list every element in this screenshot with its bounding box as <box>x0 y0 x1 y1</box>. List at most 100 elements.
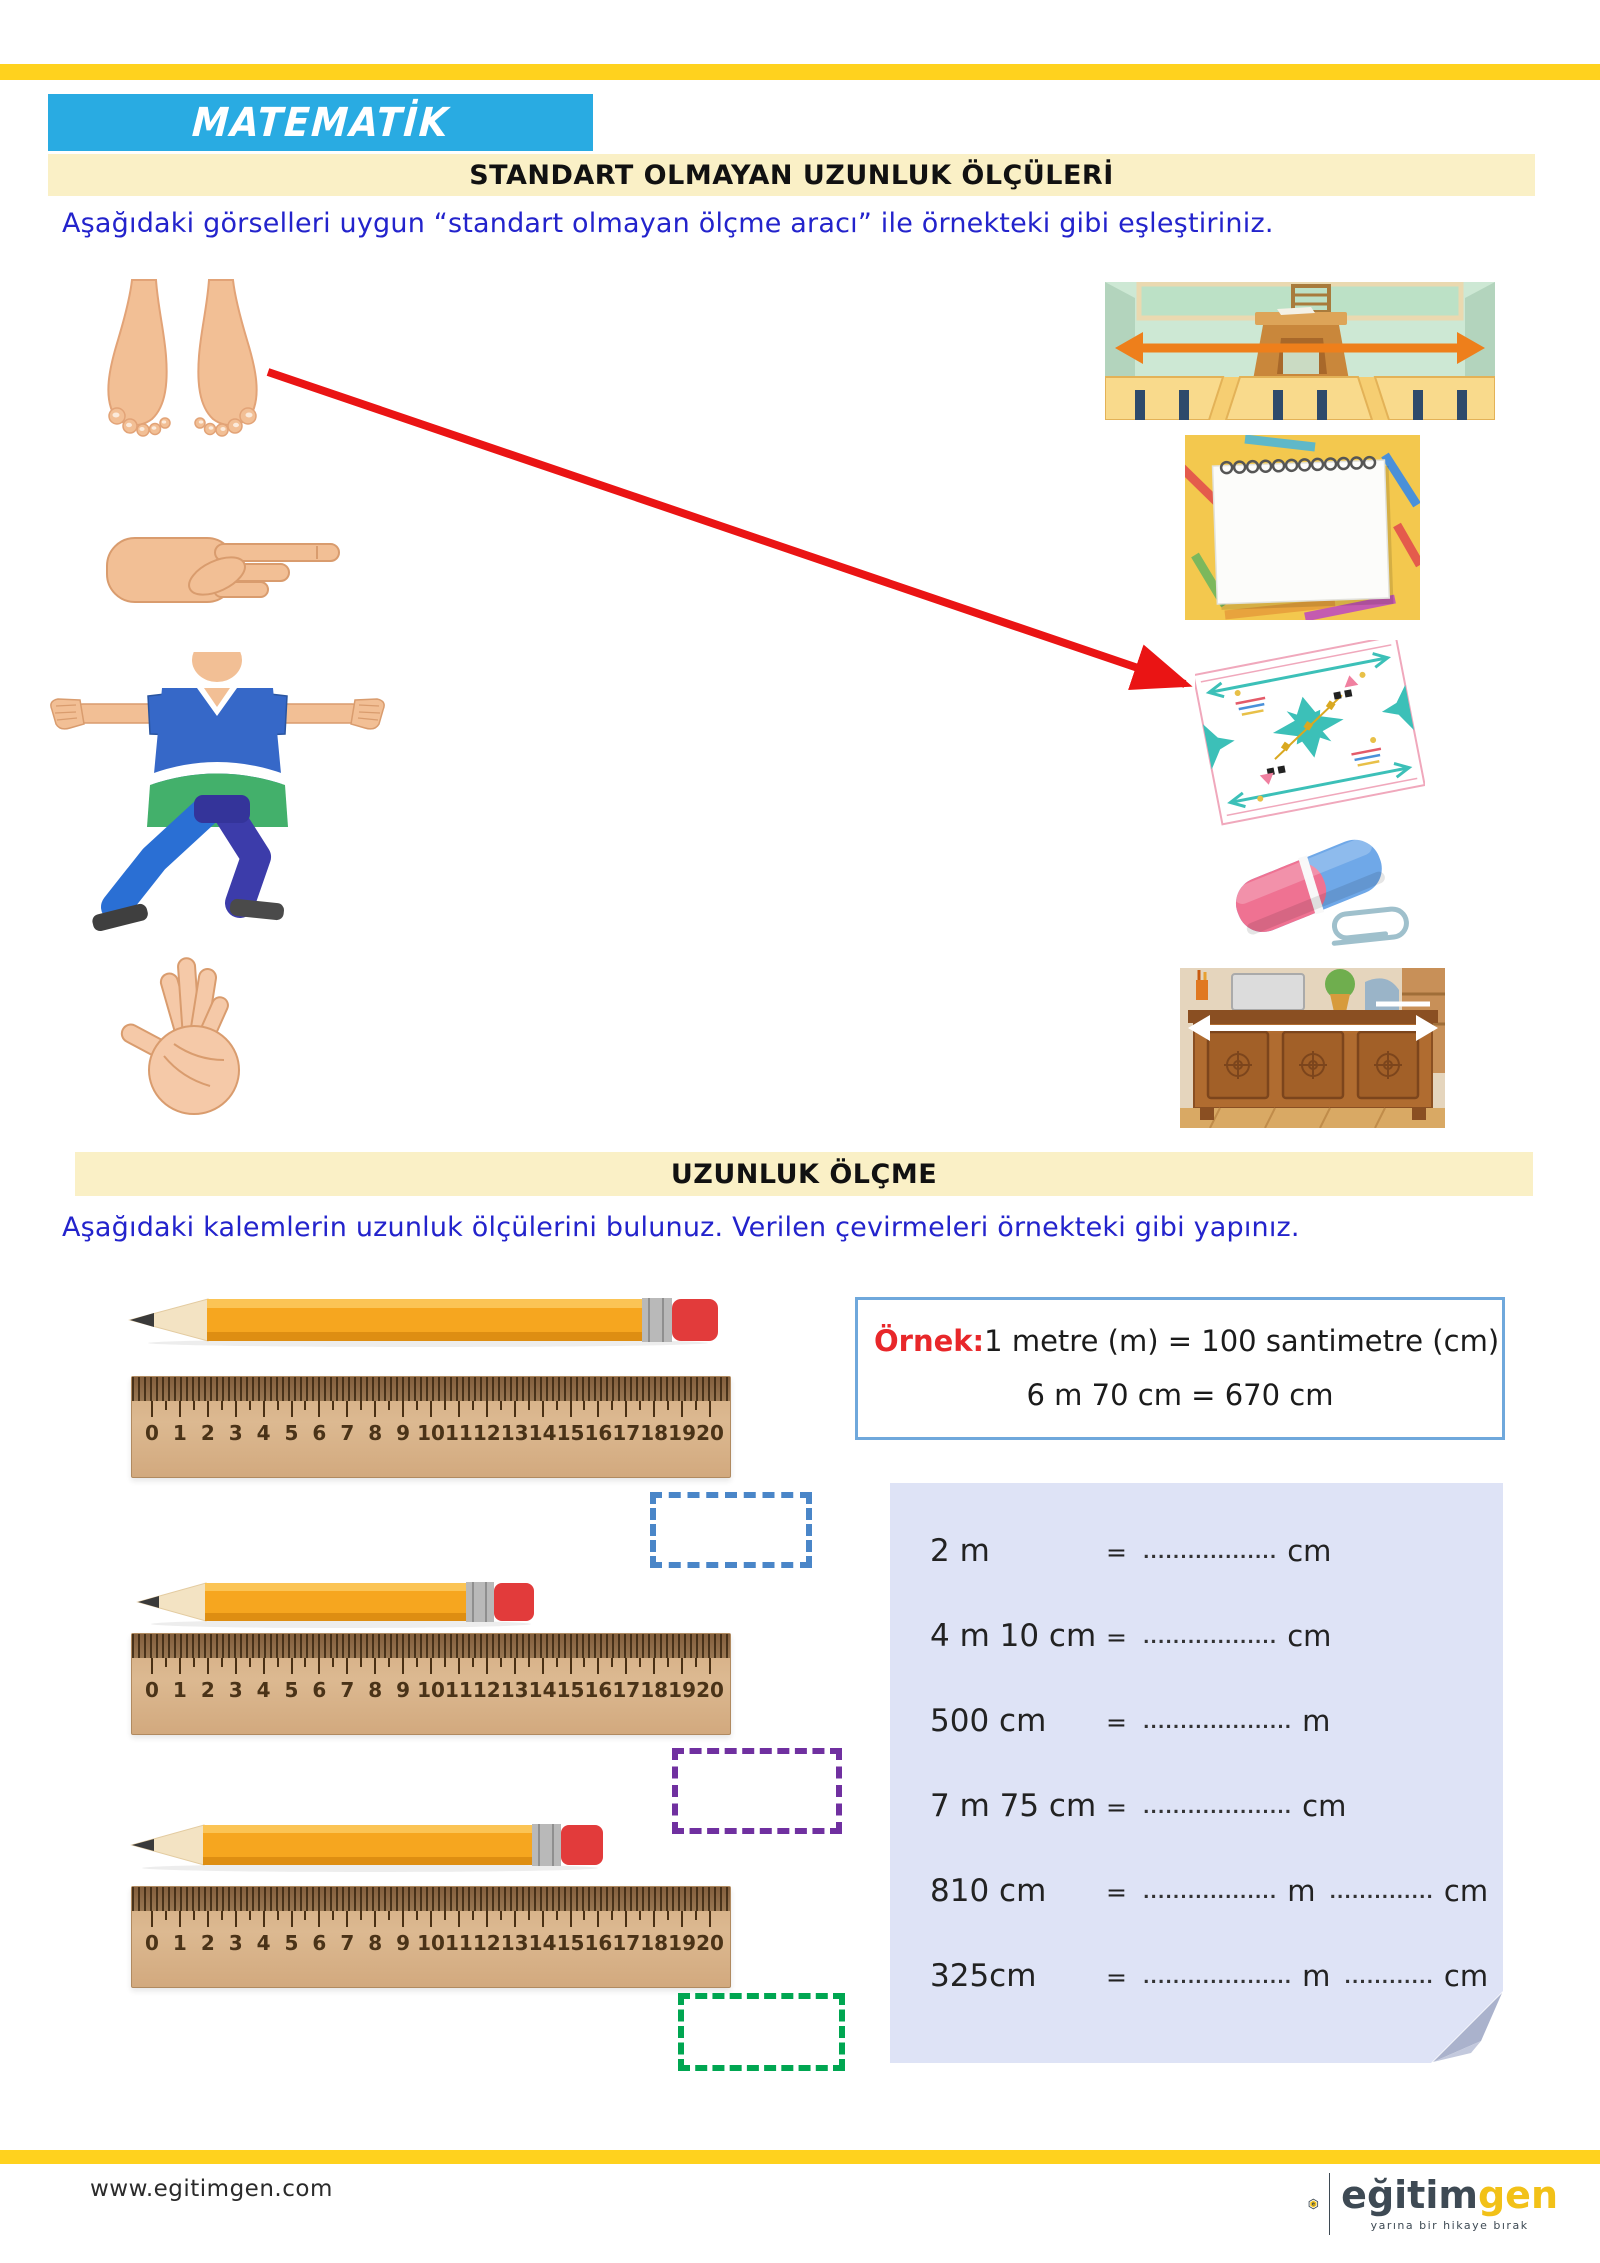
answer-blank[interactable]: .................. <box>1142 1883 1278 1903</box>
ruler-tick <box>625 1658 628 1674</box>
ruler-tick <box>485 1401 488 1417</box>
answer-blank[interactable]: .............. <box>1329 1883 1434 1903</box>
ruler-tick <box>611 1658 614 1667</box>
conversion-row: 4 m 10 cm=..................cm <box>930 1618 1503 1654</box>
answer-blank[interactable]: .................. <box>1142 1543 1278 1563</box>
ruler-number: 2 <box>200 1678 215 1702</box>
ruler-tick <box>499 1911 502 1920</box>
ruler-tick <box>443 1658 446 1667</box>
section2-banner: UZUNLUK ÖLÇME <box>75 1152 1533 1196</box>
ruler-tick <box>653 1658 656 1674</box>
ruler-number: 8 <box>368 1421 383 1445</box>
ruler-tick <box>416 1401 419 1410</box>
feet-icon <box>107 279 258 437</box>
eraser-paperclip-image <box>1233 837 1409 946</box>
ruler-tick <box>290 1911 293 1927</box>
ruler-number: 6 <box>312 1678 327 1702</box>
ruler-tick <box>639 1911 642 1920</box>
match-item-classroom[interactable] <box>1105 282 1495 420</box>
answer-blank[interactable]: .................. <box>1142 1628 1278 1648</box>
unit-label: cm <box>1443 1874 1489 1908</box>
ruler-tick <box>151 1911 153 1927</box>
ruler-tick <box>206 1911 209 1927</box>
match-item-finger[interactable] <box>95 518 345 610</box>
ruler-tick <box>597 1658 600 1674</box>
match-item-feet[interactable] <box>100 278 265 443</box>
ruler-tick <box>555 1401 558 1410</box>
ruler-number: 13 <box>500 1931 529 1955</box>
ruler-tick <box>332 1658 335 1667</box>
ruler-tick <box>248 1658 251 1667</box>
match-item-eraser[interactable] <box>1215 818 1415 968</box>
ruler-tick <box>639 1658 642 1667</box>
ruler-tick <box>611 1401 614 1410</box>
match-item-hand-span[interactable] <box>112 948 272 1118</box>
ruler-tick <box>709 1401 711 1417</box>
conversion-row: 500 cm=....................m <box>930 1703 1503 1739</box>
ruler-tick <box>276 1401 279 1410</box>
ruler-tick <box>164 1911 167 1920</box>
ruler-tick <box>681 1401 684 1417</box>
ruler-tick <box>402 1658 405 1674</box>
ruler-number: 18 <box>640 1678 669 1702</box>
answer-blank[interactable]: .................... <box>1142 1968 1293 1988</box>
ruler-tick <box>192 1658 195 1667</box>
answer-blank[interactable]: .................... <box>1142 1798 1293 1818</box>
ruler-tick <box>151 1658 153 1674</box>
unit-label: m <box>1287 1874 1316 1908</box>
answer-box-3[interactable] <box>678 1993 845 2071</box>
ruler-number: 5 <box>284 1421 299 1445</box>
ruler-number: 18 <box>640 1931 669 1955</box>
ruler-tick <box>555 1911 558 1920</box>
example-box: Örnek:1 metre (m) = 100 santimetre (cm) … <box>855 1297 1505 1440</box>
ruler-number: 1 <box>172 1931 187 1955</box>
classroom-width-image <box>1105 282 1495 420</box>
match-item-rug[interactable] <box>1195 640 1425 830</box>
ruler-tick <box>457 1658 460 1674</box>
ruler-number: 8 <box>368 1931 383 1955</box>
pointing-finger-icon <box>106 537 340 603</box>
section1-title: STANDART OLMAYAN UZUNLUK ÖLÇÜLERİ <box>469 159 1114 191</box>
ruler-number: 11 <box>444 1931 473 1955</box>
ruler-tick <box>443 1911 446 1920</box>
example-equation-1: 1 metre (m) = 100 santimetre (cm) <box>984 1324 1500 1358</box>
unit-label: cm <box>1443 1959 1489 1993</box>
ruler-number: 9 <box>396 1678 411 1702</box>
ruler-tick <box>360 1401 363 1410</box>
answer-blank[interactable]: .................... <box>1142 1713 1293 1733</box>
ruler-tick <box>471 1658 474 1667</box>
pencil-icon <box>130 1824 603 1872</box>
ruler-number: 2 <box>200 1931 215 1955</box>
ruler-number: 15 <box>556 1931 585 1955</box>
ruler-number: 0 <box>145 1931 159 1955</box>
match-item-step[interactable] <box>90 795 310 950</box>
ruler-tick <box>318 1911 321 1927</box>
unit-label: m <box>1302 1959 1331 1993</box>
ruler-tick <box>430 1401 432 1417</box>
ruler-tick <box>262 1658 265 1674</box>
ruler-number: 9 <box>396 1421 411 1445</box>
match-item-notebook[interactable] <box>1185 435 1420 620</box>
ruler-number: 1 <box>172 1421 187 1445</box>
ruler-tick <box>569 1911 572 1927</box>
footer-accent-bar <box>0 2150 1600 2164</box>
ruler-number: 0 <box>145 1678 159 1702</box>
match-item-cabinet[interactable] <box>1180 968 1445 1128</box>
example-equation-2: 6 m 70 cm = 670 cm <box>1026 1378 1334 1412</box>
ruler-tick <box>471 1401 474 1410</box>
ruler-tick <box>527 1911 530 1920</box>
ruler-number: 15 <box>556 1421 585 1445</box>
ruler-tick <box>206 1401 209 1417</box>
answer-box-2[interactable] <box>672 1748 842 1834</box>
ruler-tick <box>304 1658 307 1667</box>
ruler-tick <box>151 1401 153 1417</box>
answer-box-1[interactable] <box>650 1492 812 1568</box>
answer-blank[interactable]: ............ <box>1344 1968 1434 1988</box>
ruler-number: 12 <box>472 1931 501 1955</box>
ruler-tick <box>499 1401 502 1410</box>
pencil-icon <box>136 1582 534 1628</box>
ruler-tick <box>178 1401 181 1417</box>
